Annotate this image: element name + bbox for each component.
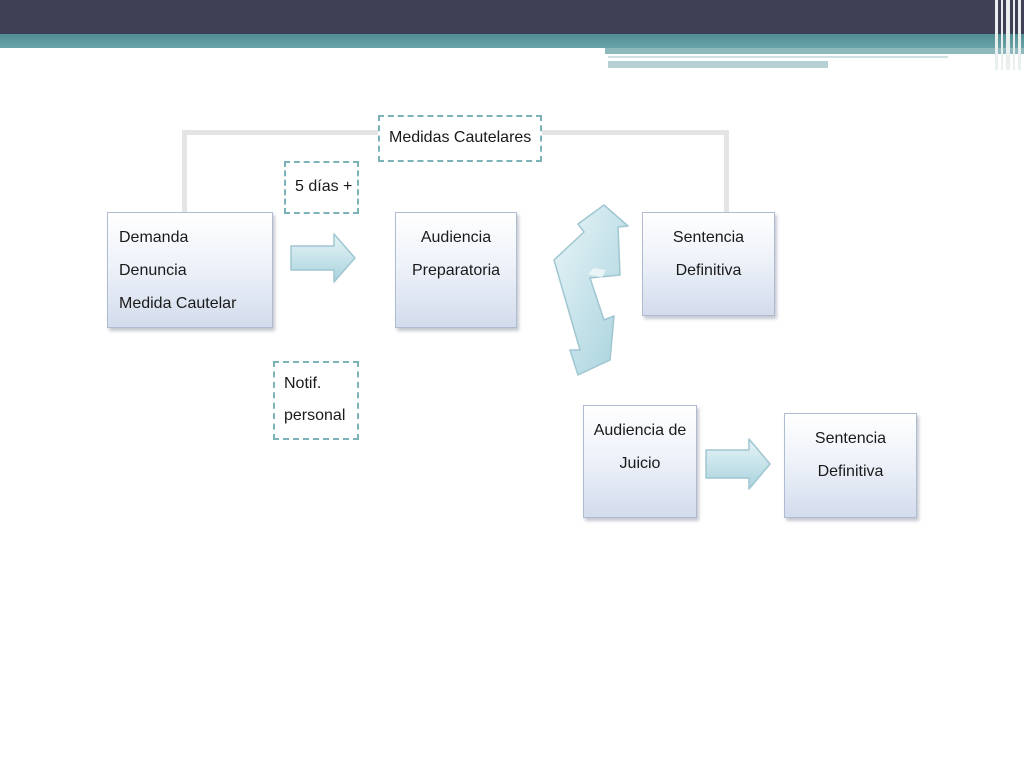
box-audiencia-preparatoria: Audiencia Preparatoria — [395, 212, 517, 328]
note-text-line: Notif. — [284, 375, 322, 392]
box-text-line: Definitiva — [675, 262, 742, 279]
box-text-line: Audiencia de — [593, 422, 687, 439]
note-text: 5 días + — [295, 178, 353, 195]
box-text-line: Sentencia — [672, 229, 745, 246]
box-demanda: Demanda Denuncia Medida Cautelar — [107, 212, 273, 328]
box-text-line: Medida Cautelar — [119, 295, 237, 312]
note-cinco-dias: 5 días + — [284, 161, 359, 214]
box-audiencia-juicio: Audiencia de Juicio — [583, 405, 697, 518]
box-sentencia-definitiva-2: Sentencia Definitiva — [784, 413, 917, 518]
box-text-line: Juicio — [619, 455, 661, 472]
header-accent-line — [608, 56, 948, 58]
box-text-line: Preparatoria — [411, 262, 501, 279]
box-text-line: Demanda — [119, 229, 189, 246]
header-stripes — [993, 0, 1024, 70]
box-text-line: Sentencia — [814, 430, 887, 447]
arrow-right-icon — [705, 438, 771, 490]
note-text-line: personal — [284, 407, 346, 424]
note-notificacion-personal: Notif. personal — [273, 361, 359, 440]
box-text-line: Definitiva — [817, 463, 884, 480]
header-teal-accent — [605, 48, 1024, 54]
box-text-line: Audiencia — [420, 229, 492, 246]
split-arrow-icon — [553, 204, 629, 376]
bracket-connector-left — [182, 130, 187, 214]
bracket-connector-right — [724, 130, 729, 214]
header-white-band — [0, 48, 605, 54]
header-accent-line — [608, 61, 828, 68]
header-dark-bar — [0, 0, 1024, 34]
header-teal-bar — [0, 34, 1024, 48]
arrow-right-icon — [290, 233, 356, 283]
box-sentencia-definitiva-1: Sentencia Definitiva — [642, 212, 775, 316]
box-text-line: Denuncia — [119, 262, 187, 279]
note-text: Medidas Cautelares — [389, 129, 532, 146]
note-medidas-cautelares: Medidas Cautelares — [378, 115, 542, 162]
